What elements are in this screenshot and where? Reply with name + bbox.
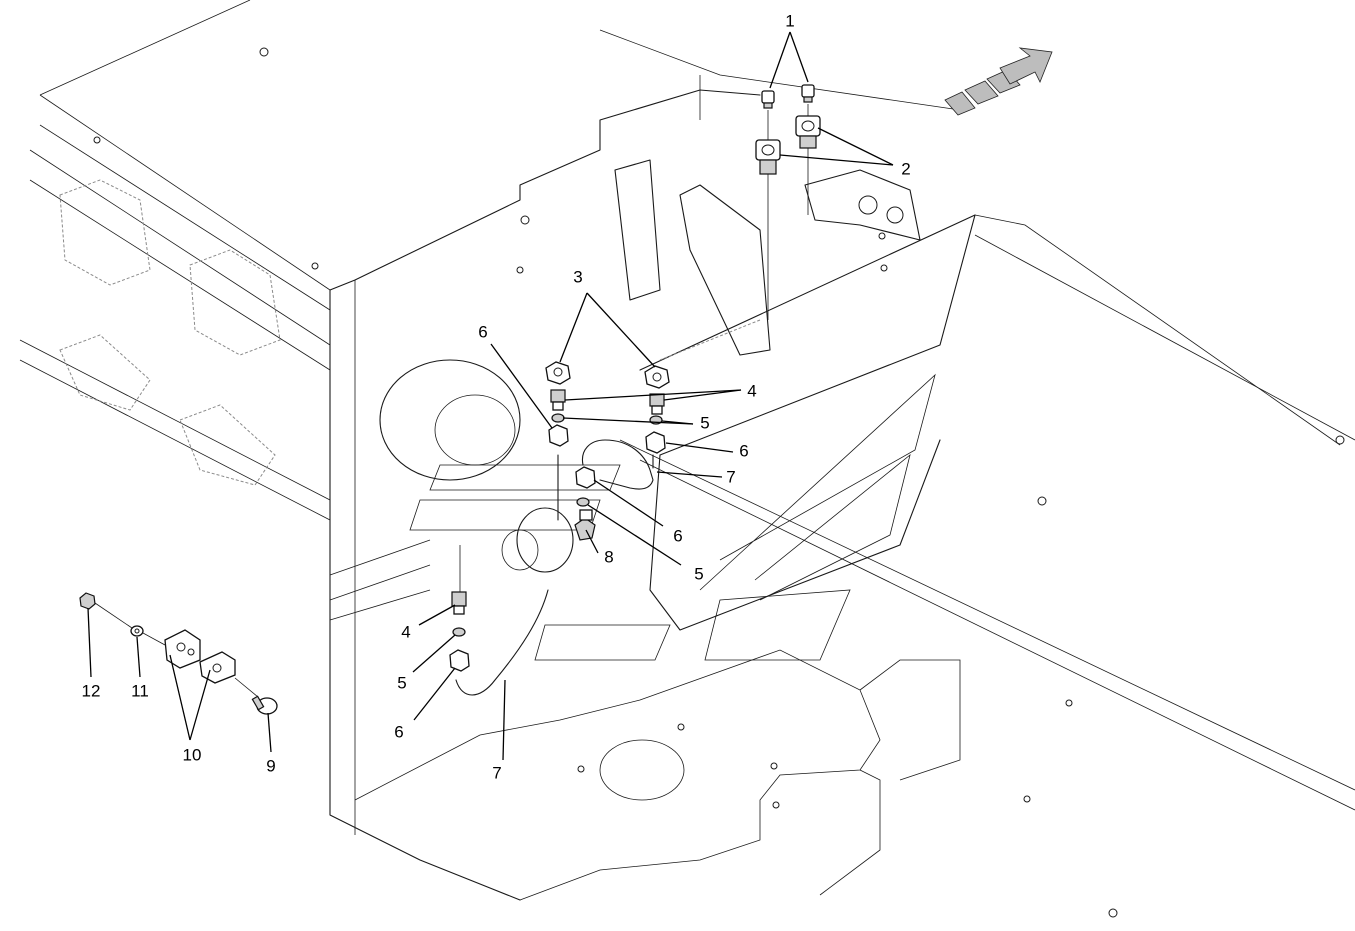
- nut-left: [545, 361, 571, 385]
- leader-lines: [87, 31, 894, 761]
- callout-5-left: 5: [397, 673, 406, 692]
- callout-6-right: 6: [739, 441, 748, 460]
- callout-9: 9: [266, 756, 275, 775]
- callout-7-bottom: 7: [492, 763, 501, 782]
- machine-frame: [19, 0, 1355, 918]
- callout-3: 3: [573, 267, 582, 286]
- fitting-4b: [649, 393, 665, 415]
- travel-direction-arrow-icon: [944, 47, 1053, 116]
- callout-10: 10: [183, 745, 202, 764]
- callout-5-right: 5: [700, 413, 709, 432]
- bolt-9: [251, 695, 278, 715]
- callout-6-mid: 6: [673, 526, 682, 545]
- callout-2: 2: [901, 159, 910, 178]
- hose-right: [581, 439, 654, 490]
- callout-7-right: 7: [726, 467, 735, 486]
- callout-6-upper-left: 6: [478, 322, 487, 341]
- elbow-fitting: [574, 509, 596, 541]
- grease-nipple-right: [801, 84, 815, 103]
- clamp-10: [164, 629, 236, 684]
- callout-12: 12: [82, 681, 101, 700]
- washer-11: [130, 625, 144, 637]
- callout-8: 8: [604, 547, 613, 566]
- callout-labels: 1 2 3 4 5 6 6 7 6 8 5 4 5 6 7 12 11 10 9: [82, 11, 911, 782]
- adapter-left: [755, 139, 781, 175]
- parts: [79, 84, 821, 715]
- callout-4-right: 4: [747, 381, 756, 400]
- callout-4-left: 4: [401, 622, 410, 641]
- callout-1-top: 1: [785, 11, 794, 30]
- nut-right: [644, 365, 670, 389]
- fitting-4a: [550, 389, 566, 411]
- adapter-right: [795, 115, 821, 149]
- callout-6-left: 6: [394, 722, 403, 741]
- grease-nipple-left: [761, 90, 775, 109]
- hose-lower: [455, 589, 549, 696]
- callout-5-mid: 5: [694, 564, 703, 583]
- callout-11: 11: [131, 681, 149, 700]
- nut-12: [79, 592, 96, 610]
- fitting-4c: [451, 591, 467, 615]
